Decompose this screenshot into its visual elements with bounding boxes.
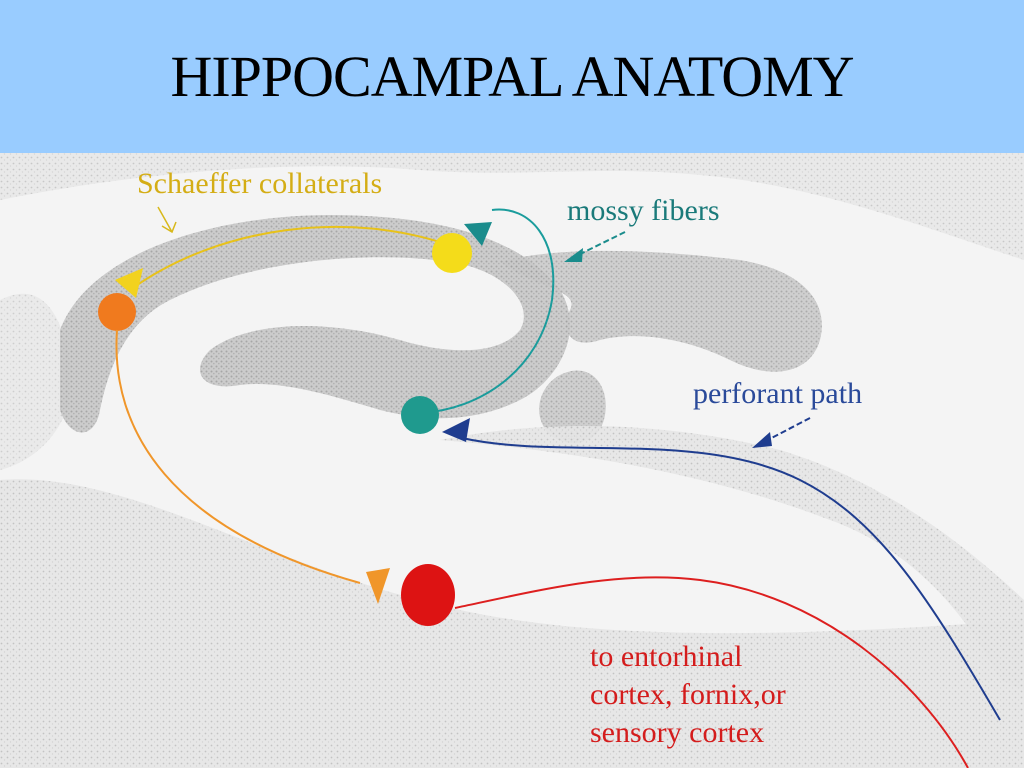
output-label-line1: to entorhinal xyxy=(590,640,742,673)
output-pathway: to entorhinal cortex, fornix,or sensory … xyxy=(401,564,969,768)
ca1-axon xyxy=(115,329,361,584)
brain-tissue xyxy=(0,153,1024,768)
schaeffer-arrowhead xyxy=(115,268,143,298)
ca1-neuron xyxy=(98,293,136,331)
perforant-path-label: perforant path xyxy=(693,377,862,410)
title-bar: HIPPOCAMPAL ANATOMY xyxy=(0,0,1024,153)
perforant-arrowhead xyxy=(442,418,470,442)
mossy-fiber-axon xyxy=(419,208,555,414)
mossy-arrowhead xyxy=(464,222,492,246)
hippocampus-diagram: Schaeffer collaterals mossy fibers perfo… xyxy=(0,153,1024,768)
dentate-granule-neuron xyxy=(401,396,439,434)
schaeffer-collaterals-label: Schaeffer collaterals xyxy=(137,167,382,200)
slide-title: HIPPOCAMPAL ANATOMY xyxy=(170,44,854,109)
output-label-line3: sensory cortex xyxy=(590,716,764,749)
mossy-fiber-pathway: mossy fibers xyxy=(401,194,720,434)
schaeffer-axon xyxy=(129,225,453,291)
schaeffer-collateral-pathway: Schaeffer collaterals xyxy=(115,167,472,298)
perforant-axon xyxy=(461,437,1001,721)
output-axon xyxy=(454,576,969,768)
schaeffer-label-pointer xyxy=(157,206,177,234)
subiculum-neuron xyxy=(401,564,455,626)
mossy-fibers-label: mossy fibers xyxy=(567,194,720,227)
ca1-arrowhead xyxy=(366,568,390,604)
mossy-label-pointer xyxy=(567,231,626,261)
perforant-pathway: perforant path xyxy=(442,377,1001,721)
ca1-pathway xyxy=(98,293,390,604)
ca3-neuron xyxy=(432,233,472,273)
output-label-line2: cortex, fornix,or xyxy=(590,678,786,711)
